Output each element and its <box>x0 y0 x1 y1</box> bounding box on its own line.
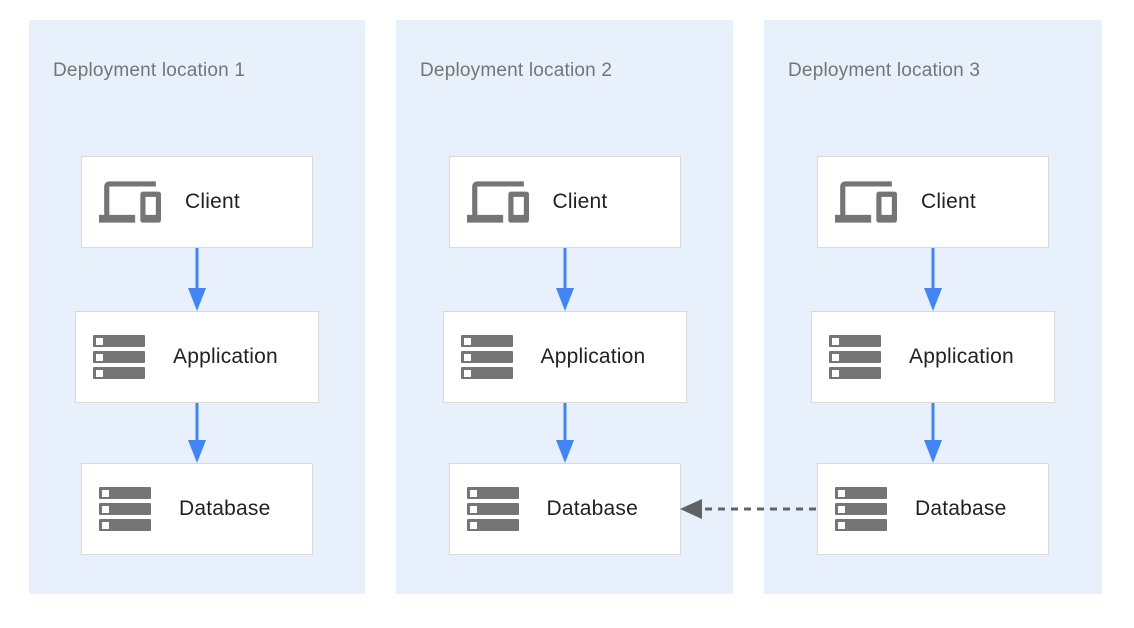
database-node: Database <box>81 463 313 555</box>
node-label: Application <box>173 345 278 368</box>
client-to-application-arrow <box>924 248 942 311</box>
node-label: Application <box>909 345 1014 368</box>
database-node: Database <box>448 463 681 555</box>
devices-icon <box>99 171 161 233</box>
server-stack-icon <box>835 487 891 531</box>
node-label: Client <box>921 190 976 213</box>
client-node: Client <box>817 156 1049 248</box>
panel-title: Deployment location 2 <box>420 60 613 81</box>
client-to-application-arrow <box>555 248 574 311</box>
deployment-location-3-panel: Deployment location 3 Client Application <box>764 20 1102 594</box>
application-node: Application <box>75 311 319 403</box>
client-to-application-arrow <box>188 248 206 311</box>
client-node: Client <box>448 156 681 248</box>
panel-title: Deployment location 1 <box>53 60 246 81</box>
server-stack-icon <box>466 487 523 531</box>
database-replication-dashed-arrow <box>680 499 816 519</box>
panel-title: Deployment location 3 <box>788 60 981 81</box>
devices-icon <box>466 171 529 233</box>
application-node: Application <box>442 311 687 403</box>
node-label: Database <box>179 497 271 520</box>
database-node: Database <box>817 463 1049 555</box>
deployment-location-1-panel: Deployment location 1 Client Application <box>29 20 365 594</box>
server-stack-icon <box>93 335 149 379</box>
server-stack-icon <box>460 335 517 379</box>
node-label: Client <box>552 190 608 213</box>
server-stack-icon <box>99 487 155 531</box>
client-node: Client <box>81 156 313 248</box>
deployment-location-2-panel: Deployment location 2 Client Application <box>396 20 733 594</box>
application-node: Application <box>811 311 1055 403</box>
node-label: Database <box>546 497 638 520</box>
node-label: Client <box>185 190 240 213</box>
node-label: Database <box>915 497 1007 520</box>
application-to-database-arrow <box>188 403 206 463</box>
application-to-database-arrow <box>924 403 942 463</box>
devices-icon <box>835 171 897 233</box>
node-label: Application <box>540 345 646 368</box>
server-stack-icon <box>829 335 885 379</box>
application-to-database-arrow <box>555 403 574 463</box>
